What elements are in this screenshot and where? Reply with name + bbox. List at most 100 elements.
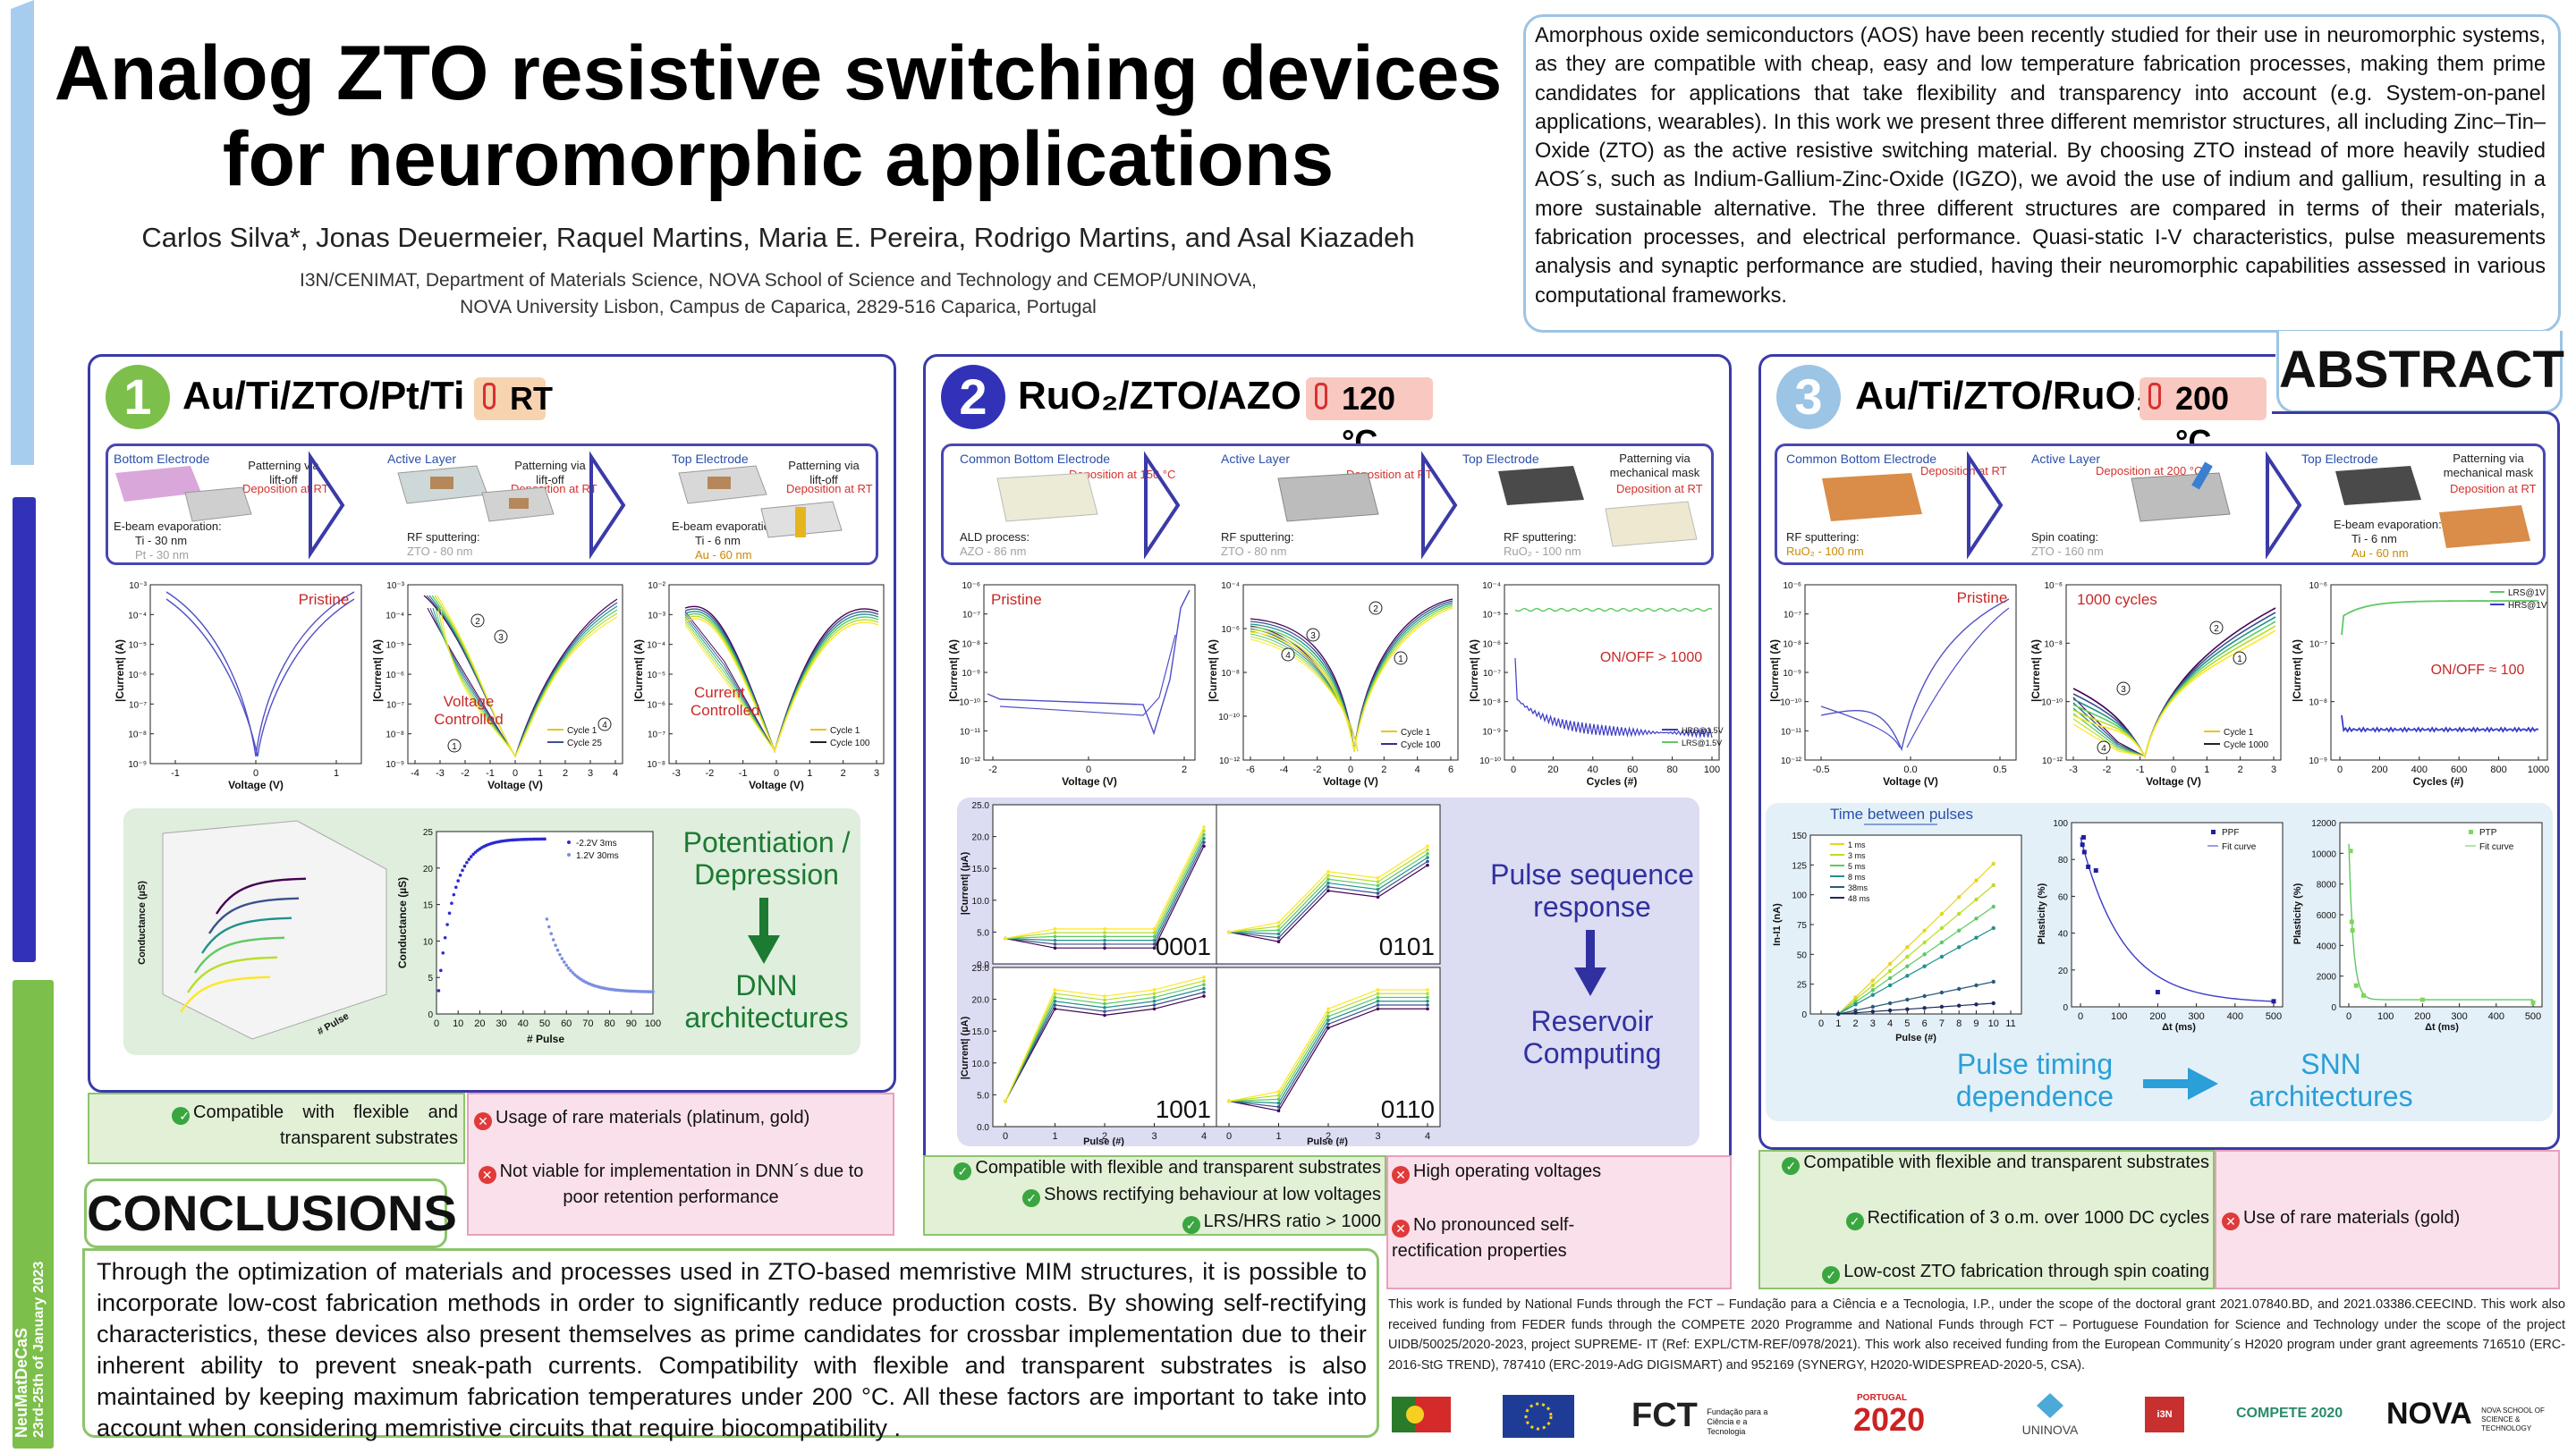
potentiation-point xyxy=(453,885,458,890)
cycle-step-number: 3 xyxy=(498,633,504,643)
x-axis-label: Voltage (V) xyxy=(1323,775,1378,788)
p2-step3-label: Top Electrode xyxy=(1462,452,1539,466)
pulse-point xyxy=(1426,863,1429,867)
tick-label: 100 xyxy=(645,1018,661,1029)
pulse-point xyxy=(1376,895,1380,900)
x-axis-label: Voltage (V) xyxy=(1062,775,1117,788)
pulse-point xyxy=(1326,1010,1330,1015)
legend-fit: Fit curve xyxy=(2222,842,2257,852)
pulse-point xyxy=(1276,932,1281,936)
pulse-point xyxy=(1152,992,1157,995)
tick-label: 5.0 xyxy=(977,928,989,938)
pulse-point xyxy=(1103,1006,1106,1009)
p3-con-0: ✕Use of rare materials (gold) xyxy=(2222,1205,2553,1231)
tick-label: 10.0 xyxy=(972,897,990,907)
p1-step3-method: E-beam evaporation: xyxy=(672,520,780,533)
cycle-step-marker xyxy=(1281,647,1295,662)
thermometer-icon xyxy=(483,383,496,410)
tick-label: 20 xyxy=(1547,765,1558,775)
pulse-point xyxy=(1053,988,1057,992)
pulse-point xyxy=(1376,887,1380,891)
tick-label: 400 xyxy=(2488,1011,2504,1022)
tick-label: -2 xyxy=(461,768,470,779)
title-line-2: for neuromorphic applications xyxy=(222,116,1335,202)
tick-label: 100 xyxy=(2053,819,2068,829)
pulse-point xyxy=(1227,930,1231,934)
p3-step2-m1: ZTO - 160 nm xyxy=(2031,545,2104,558)
tick-label: 10⁻⁹ xyxy=(1783,669,1801,679)
y-axis-label: |Current| (A) xyxy=(632,639,645,702)
tick-label: 10⁻⁵ xyxy=(386,641,404,651)
tick-label: 80 xyxy=(2058,856,2069,866)
tick-label: 10⁻¹¹ xyxy=(1781,727,1802,737)
pulse-point xyxy=(1004,936,1007,941)
potentiation-point xyxy=(452,892,456,897)
tick-label: 25.0 xyxy=(972,964,990,974)
tick-label: 0 xyxy=(1511,765,1516,775)
pulse-point xyxy=(1053,938,1057,942)
plot-frame xyxy=(1809,834,2022,1015)
ppf-point xyxy=(2081,849,2087,855)
p2020-text: 2020 xyxy=(1853,1401,1926,1438)
p1-step1-method: E-beam evaporation: xyxy=(114,520,222,533)
p2-pulse-sequence-plots: 00010.05.010.015.020.025.0010110010.05.0… xyxy=(961,801,1441,1146)
tick-label: 20.0 xyxy=(972,833,990,843)
pulse-point xyxy=(1103,998,1106,1002)
pulse-point xyxy=(1053,927,1057,931)
panel-1-title: Au/Ti/ZTO/Pt/Ti xyxy=(182,374,465,418)
tick-label: 10⁻¹⁰ xyxy=(959,698,980,708)
cycle-step-marker xyxy=(1394,651,1408,665)
depression-point xyxy=(547,925,551,929)
p3-step1-label: Common Bottom Electrode xyxy=(1786,452,1937,466)
pulse-point xyxy=(1426,999,1429,1003)
series-line xyxy=(684,619,775,752)
depression-point xyxy=(551,938,555,942)
tick-label: 70 xyxy=(582,1018,593,1029)
tick-label: 10⁻⁵ xyxy=(647,671,665,680)
pulse-point xyxy=(1152,942,1157,946)
potentiation-point xyxy=(445,923,449,926)
p1-flow-target: DNN architectures xyxy=(684,969,849,1034)
tick-label: 10⁻¹⁰ xyxy=(1780,698,1801,708)
time-between-pulses-label: Time between pulses xyxy=(1830,806,1973,823)
pulse-point xyxy=(1202,986,1206,991)
tick-label: 40 xyxy=(2058,930,2069,940)
uninova-mark-icon xyxy=(2037,1393,2063,1418)
pulse-point xyxy=(1276,1109,1281,1112)
tick-label: 10⁻⁷ xyxy=(1483,669,1501,679)
depression-point xyxy=(571,971,575,975)
tick-label: 10⁻⁶ xyxy=(1221,625,1240,635)
p1-step2-m1: ZTO - 80 nm xyxy=(407,545,473,558)
p2-process-illustrations xyxy=(996,451,1698,560)
p3-step3-dep: Deposition at RT xyxy=(2450,482,2537,495)
tick-label: -2 xyxy=(705,768,714,779)
x-axis-label: Voltage (V) xyxy=(2146,775,2201,788)
tick-label: 10⁻⁸ xyxy=(386,731,404,740)
cycle-step-number: 4 xyxy=(602,721,607,731)
tick-label: 9 xyxy=(1973,1018,1979,1029)
tick-label: 10⁻⁷ xyxy=(2309,639,2327,649)
controlled-label: Controlled xyxy=(434,711,504,728)
potentiation-point xyxy=(450,901,453,906)
pristine-curve xyxy=(1820,598,2010,752)
tick-label: 10⁻⁴ xyxy=(128,611,147,621)
tick-label: 10⁻⁸ xyxy=(1783,639,1801,649)
depression-point xyxy=(569,968,572,973)
tick-label: 10000 xyxy=(2311,849,2336,859)
tick-label: 2 xyxy=(1381,765,1386,775)
cycle-step-number: 1 xyxy=(452,742,457,752)
onoff-label: ON/OFF ≈ 100 xyxy=(2431,663,2525,678)
pulse-point xyxy=(1426,859,1429,864)
tick-label: -3 xyxy=(436,768,445,779)
conductance-3d-series xyxy=(216,877,307,915)
p1-step3-dep: Deposition at RT xyxy=(786,482,873,495)
legend-ppf: PPF xyxy=(2222,828,2239,838)
pulse-point xyxy=(1103,931,1106,934)
tick-label: 2 xyxy=(1182,765,1187,775)
y-axis-label: |Current| (A) xyxy=(1468,639,1480,702)
x-axis-label: Voltage (V) xyxy=(228,779,284,791)
nova-sub: NOVA SCHOOL OF SCIENCE & TECHNOLOGY xyxy=(2481,1406,2545,1432)
legend-hrs: HRS@1V xyxy=(2508,601,2547,611)
